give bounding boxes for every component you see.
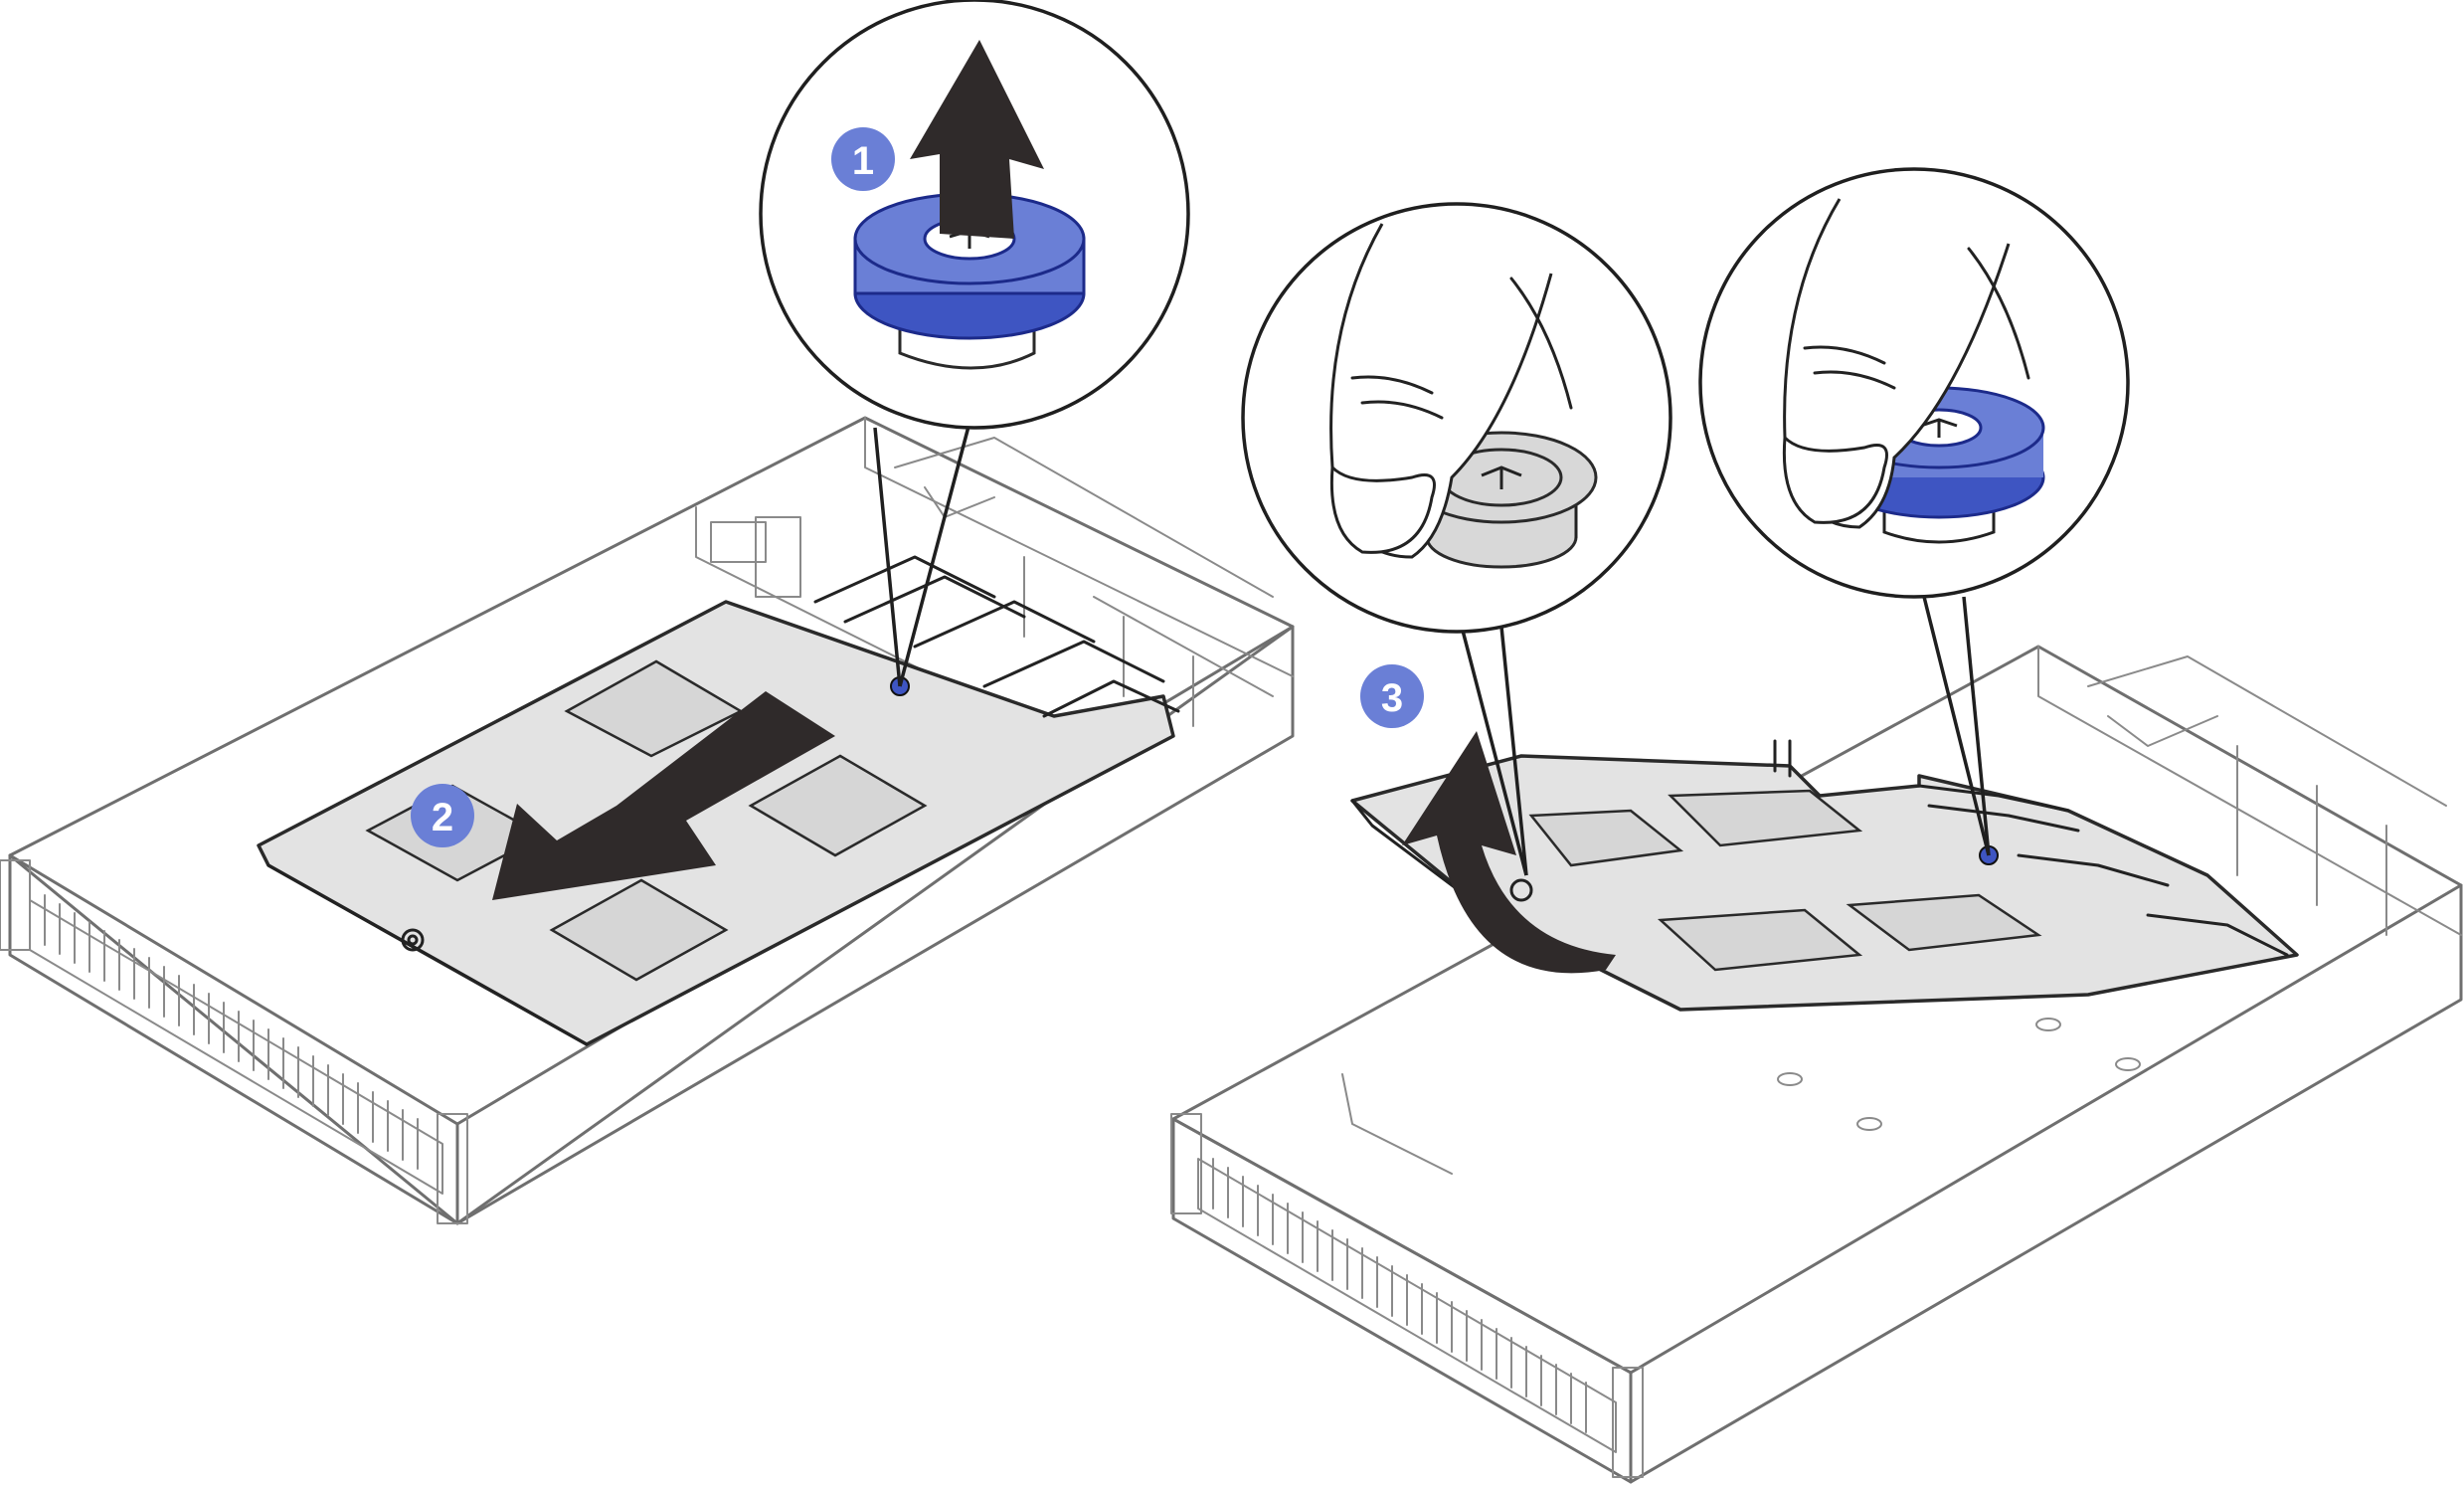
plunger-knob-icon — [853, 192, 1086, 370]
right-server-chassis — [1170, 645, 2463, 1484]
finger-icon-2 — [1782, 198, 2030, 529]
svg-text:1: 1 — [852, 139, 874, 183]
curved-lift-arrow-icon — [1402, 731, 1616, 974]
step-2-badge: 2 — [411, 784, 474, 847]
left-server-chassis — [0, 416, 1295, 1225]
step-3-badge: 3 — [1360, 664, 1424, 728]
callout-hold-blue-knob — [1698, 167, 2130, 856]
up-arrow-icon — [910, 40, 1044, 239]
left-board-connectors — [813, 555, 1180, 718]
right-drive-bay-grille — [1212, 1158, 1587, 1433]
drive-bay-grille — [44, 894, 419, 1170]
svg-text:3: 3 — [1381, 676, 1403, 720]
svg-text:2: 2 — [432, 796, 453, 839]
finger-icon — [1329, 223, 1573, 559]
right-system-board — [1350, 739, 2299, 1012]
callout-hold-gray-knob — [1241, 202, 1672, 876]
right-board-connectors — [1917, 784, 2289, 957]
step-1-badge: 1 — [831, 127, 895, 191]
gray-knob-icon — [1405, 431, 1598, 569]
slide-left-arrow-icon — [492, 691, 835, 900]
callout-lift-plunger: 1 — [759, 0, 1190, 687]
